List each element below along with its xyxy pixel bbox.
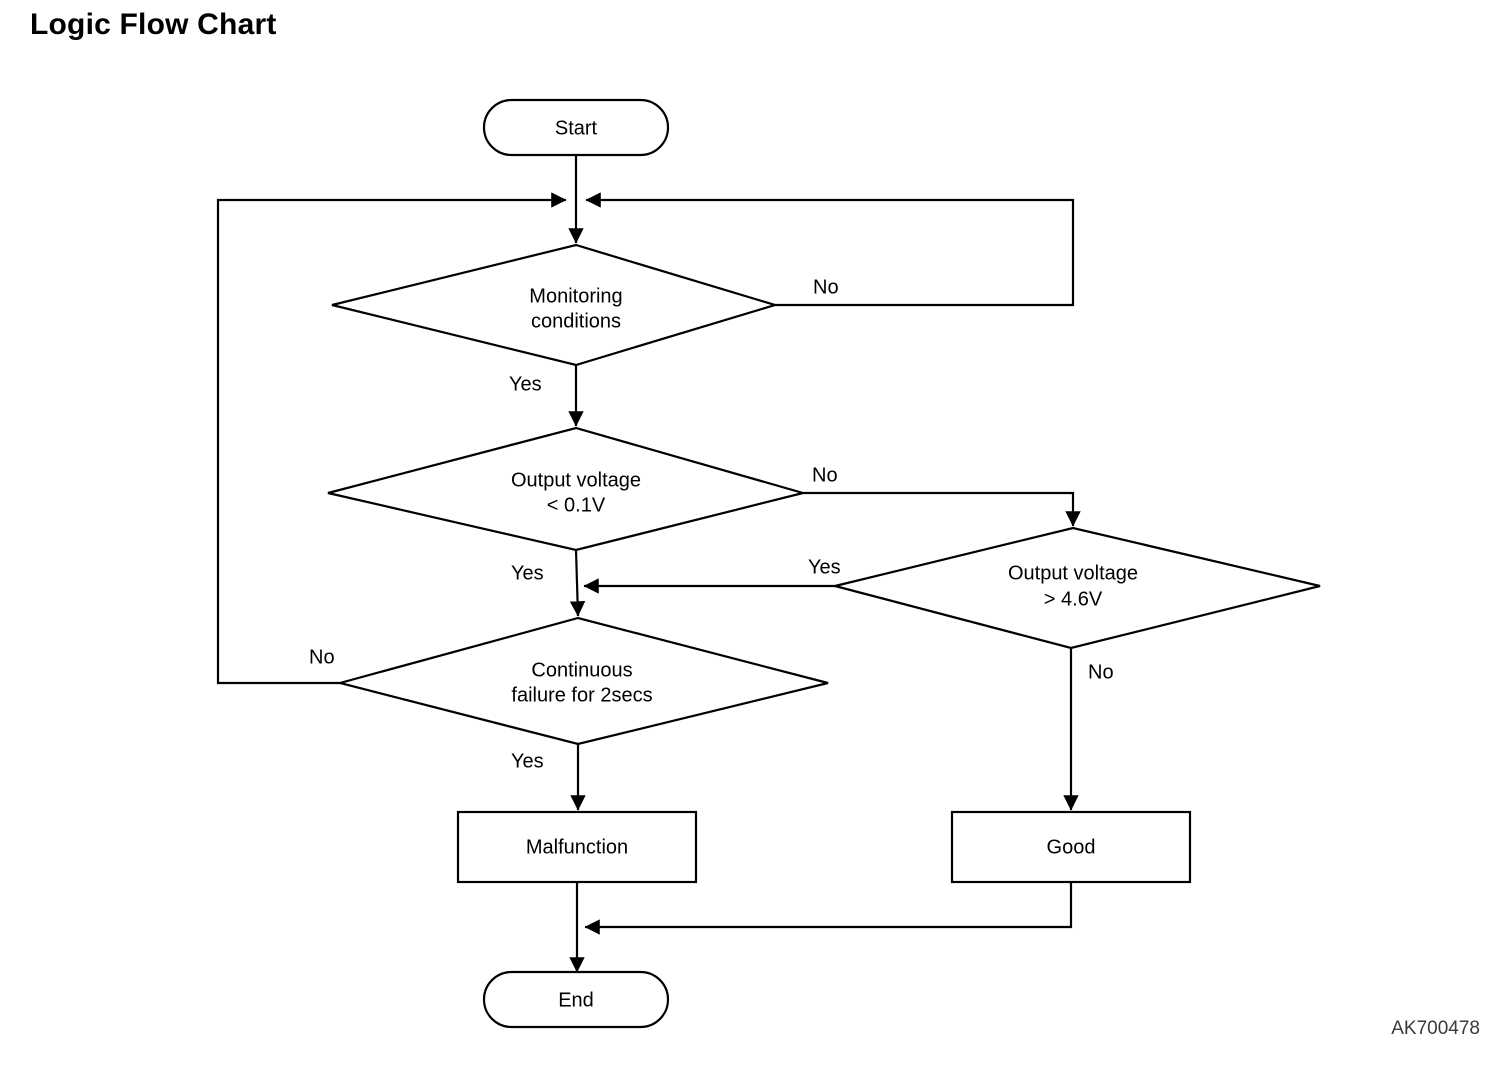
node-continuous-failure: Continuous failure for 2secs [335,616,829,746]
node-good: Good [950,810,1192,884]
node-output-voltage-high: Output voltage > 4.6V [834,526,1321,650]
vhigh-label-line2: > 4.6V [1044,588,1103,610]
node-malfunction: Malfunction [456,810,698,884]
start-shape [482,98,670,157]
contfail-shape [335,616,829,746]
end-label: End [558,989,594,1011]
edge-label-contfail-no: No [309,646,335,668]
monitoring-shape [331,243,779,367]
node-output-voltage-low: Output voltage < 0.1V [327,426,808,552]
node-monitoring-conditions: Monitoring conditions [331,243,779,367]
node-start: Start [482,98,670,157]
edge-label-vhigh-no: No [1088,661,1114,683]
edge-label-monitoring-yes: Yes [509,373,542,395]
malfunction-shape [456,810,698,884]
watermark-code: AK700478 [1391,1018,1480,1039]
edge-contfail-no-loopback [216,192,567,685]
start-label: Start [555,117,598,139]
contfail-label-line1: Continuous [531,659,632,681]
edge-vlow-no-to-vhigh [803,491,1081,527]
monitoring-label-line1: Monitoring [529,285,622,307]
edge-label-monitoring-no: No [813,276,839,298]
vlow-label-line1: Output voltage [511,469,641,491]
edge-label-vhigh-yes: Yes [808,556,841,578]
malfunction-label: Malfunction [526,836,628,858]
edge-monitoring-no-loopback [585,192,1075,307]
edge-vlow-yes-to-contfail [569,549,586,617]
page-title: Logic Flow Chart [30,8,277,41]
vlow-shape [327,426,808,552]
good-label: Good [1047,836,1096,858]
edge-label-vlow-no: No [812,464,838,486]
vhigh-shape [834,526,1321,650]
end-shape [482,970,670,1029]
good-shape [950,810,1192,884]
node-end: End [482,970,670,1029]
vhigh-label-line1: Output voltage [1008,562,1138,584]
vlow-label-line2: < 0.1V [547,494,606,516]
contfail-label-line2: failure for 2secs [511,684,652,706]
edge-good-to-end [584,882,1073,935]
monitoring-label-line2: conditions [531,310,621,332]
edge-label-vlow-yes: Yes [511,562,544,584]
edge-label-contfail-yes: Yes [511,750,544,772]
